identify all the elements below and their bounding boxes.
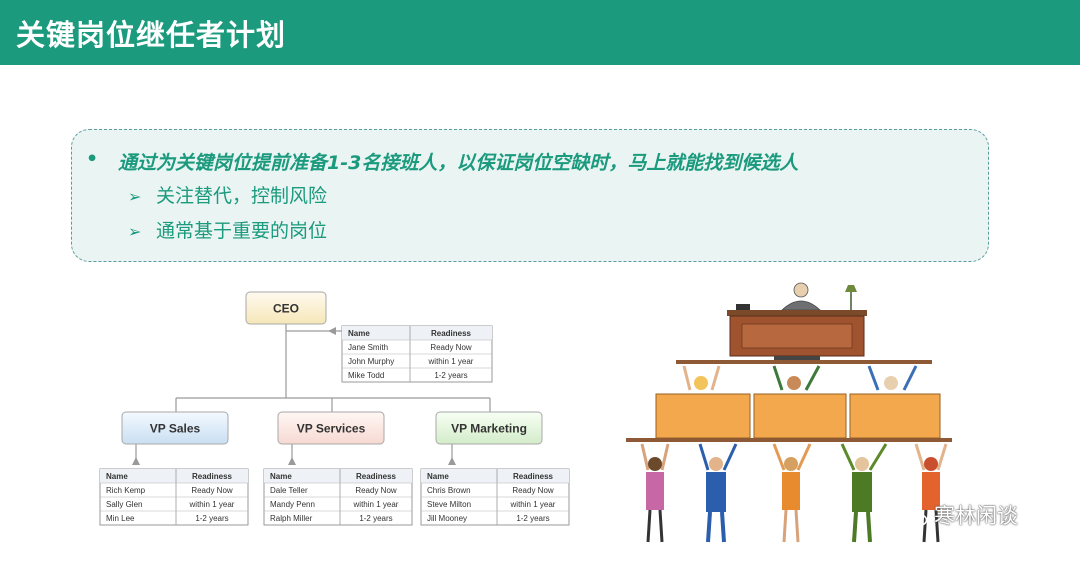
table-cell-name: Jill Mooney [427, 514, 467, 523]
vp-marketing-box: VP Marketing [435, 411, 543, 445]
table-cell-name: Rich Kemp [106, 486, 146, 495]
sub-point-1: ➢ 关注替代，控制风险 [128, 181, 327, 208]
arrow-bullet-icon: ➢ [128, 222, 142, 241]
main-point-text: 通过为关键岗位提前准备1-3名接班人，以保证岗位空缺时，马上就能找到候选人 [118, 152, 799, 174]
table-cell-readiness: 1-2 years [195, 514, 228, 523]
boss-at-desk-image [727, 282, 867, 360]
vp-services-box-title: VP Services [297, 422, 366, 436]
key-points-callout: • 通过为关键岗位提前准备1-3名接班人，以保证岗位空缺时，马上就能找到候选人 … [71, 129, 989, 262]
table-header-name: Name [427, 472, 449, 481]
page-title: 关键岗位继任者计划 [16, 18, 287, 52]
table-cell-readiness: within 1 year [189, 500, 235, 509]
wechat-icon [902, 507, 928, 527]
table-cell-readiness: 1-2 years [516, 514, 549, 523]
table-cell-name: Mike Todd [348, 371, 384, 380]
table-cell-readiness: within 1 year [510, 500, 556, 509]
ceo-box: CEO [245, 291, 327, 325]
table-cell-readiness: 1-2 years [359, 514, 392, 523]
table-cell-readiness: within 1 year [353, 500, 399, 509]
vp-services-box: VP Services [277, 411, 385, 445]
table-header-readiness: Readiness [513, 472, 554, 481]
ceo-box-title: CEO [273, 302, 299, 316]
watermark: 寒林闲谈 [902, 500, 1018, 530]
sub-point-text: 关注替代，控制风险 [156, 185, 328, 207]
table-cell-name: Sally Glen [106, 500, 142, 509]
table-header-name: Name [106, 472, 128, 481]
table-cell-name: Dale Teller [270, 486, 308, 495]
middle-row-desks-image [655, 393, 941, 439]
table-cell-name: Ralph Miller [270, 514, 313, 523]
table-cell-name: Chris Brown [427, 486, 471, 495]
bullet-icon: • [86, 148, 99, 170]
sub-point-text: 通常基于重要的岗位 [156, 220, 328, 242]
table-cell-readiness: Ready Now [191, 486, 233, 495]
watermark-text: 寒林闲谈 [934, 504, 1018, 528]
table-header-name: Name [348, 329, 370, 338]
table-cell-name: Jane Smith [348, 343, 388, 352]
vp-sales-box-title: VP Sales [150, 422, 201, 436]
middle-row-people-image [682, 365, 918, 391]
table-cell-name: Min Lee [106, 514, 135, 523]
sub-point-2: ➢ 通常基于重要的岗位 [128, 216, 327, 243]
table-cell-readiness: 1-2 years [434, 371, 467, 380]
table-cell-readiness: Ready Now [430, 343, 472, 352]
table-cell-name: John Murphy [348, 357, 394, 366]
title-bar: 关键岗位继任者计划 [0, 0, 1080, 65]
table-cell-name: Steve Milton [427, 500, 471, 509]
table-cell-readiness: Ready Now [355, 486, 397, 495]
table-header-readiness: Readiness [192, 472, 233, 481]
arrow-bullet-icon: ➢ [128, 187, 142, 206]
vp-marketing-box-title: VP Marketing [451, 422, 527, 436]
table-header-name: Name [270, 472, 292, 481]
table-cell-name: Mandy Penn [270, 500, 315, 509]
bottom-row-people-image [640, 443, 948, 543]
table-header-readiness: Readiness [356, 472, 397, 481]
people-pyramid-illustration [626, 282, 952, 543]
vp-sales-box: VP Sales [121, 411, 229, 445]
table-cell-readiness: within 1 year [428, 357, 474, 366]
table-cell-readiness: Ready Now [512, 486, 554, 495]
table-header-readiness: Readiness [431, 329, 472, 338]
